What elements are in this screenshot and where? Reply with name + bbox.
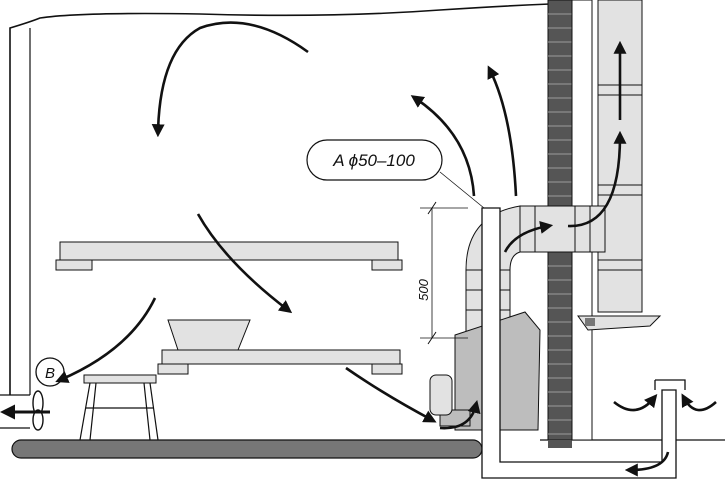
airflow-heater-arrow (439, 399, 481, 430)
wall-opening (0, 394, 30, 429)
airflow-floor-arrow (345, 366, 437, 423)
airflow-up-arrow-2 (487, 65, 518, 197)
floor-slab (11, 439, 483, 459)
callout-b-label: B (45, 365, 55, 382)
airflow-outside-left-arrow (613, 393, 658, 412)
dimension-line (420, 201, 468, 345)
callout-a-bubble (306, 139, 443, 181)
air-duct (481, 207, 677, 479)
airflow-left-arrow (55, 297, 157, 383)
airflow-arrows (55, 21, 717, 477)
callout-a-label: A ϕ50–100 (332, 151, 415, 170)
room-outline (9, 3, 551, 395)
airflow-elbow-arrow (503, 221, 554, 253)
stool (79, 374, 159, 441)
airflow-ceiling-arrow (151, 21, 309, 138)
airflow-down-arrow (196, 213, 293, 314)
airflow-outside-right-arrow (681, 393, 717, 412)
flue-bracket (577, 315, 662, 331)
airflow-up-arrow-1 (410, 95, 476, 197)
wash-basin (167, 319, 251, 351)
callout-a-leader (439, 171, 485, 209)
airflow-flue-arrow (567, 130, 627, 228)
duct-inlet (654, 379, 686, 390)
airflow-duct-arrow (624, 451, 670, 477)
upper-bench (55, 241, 403, 271)
lower-bench (157, 349, 403, 375)
dimension-label: 500 (416, 278, 431, 300)
fan-icon (32, 390, 44, 431)
